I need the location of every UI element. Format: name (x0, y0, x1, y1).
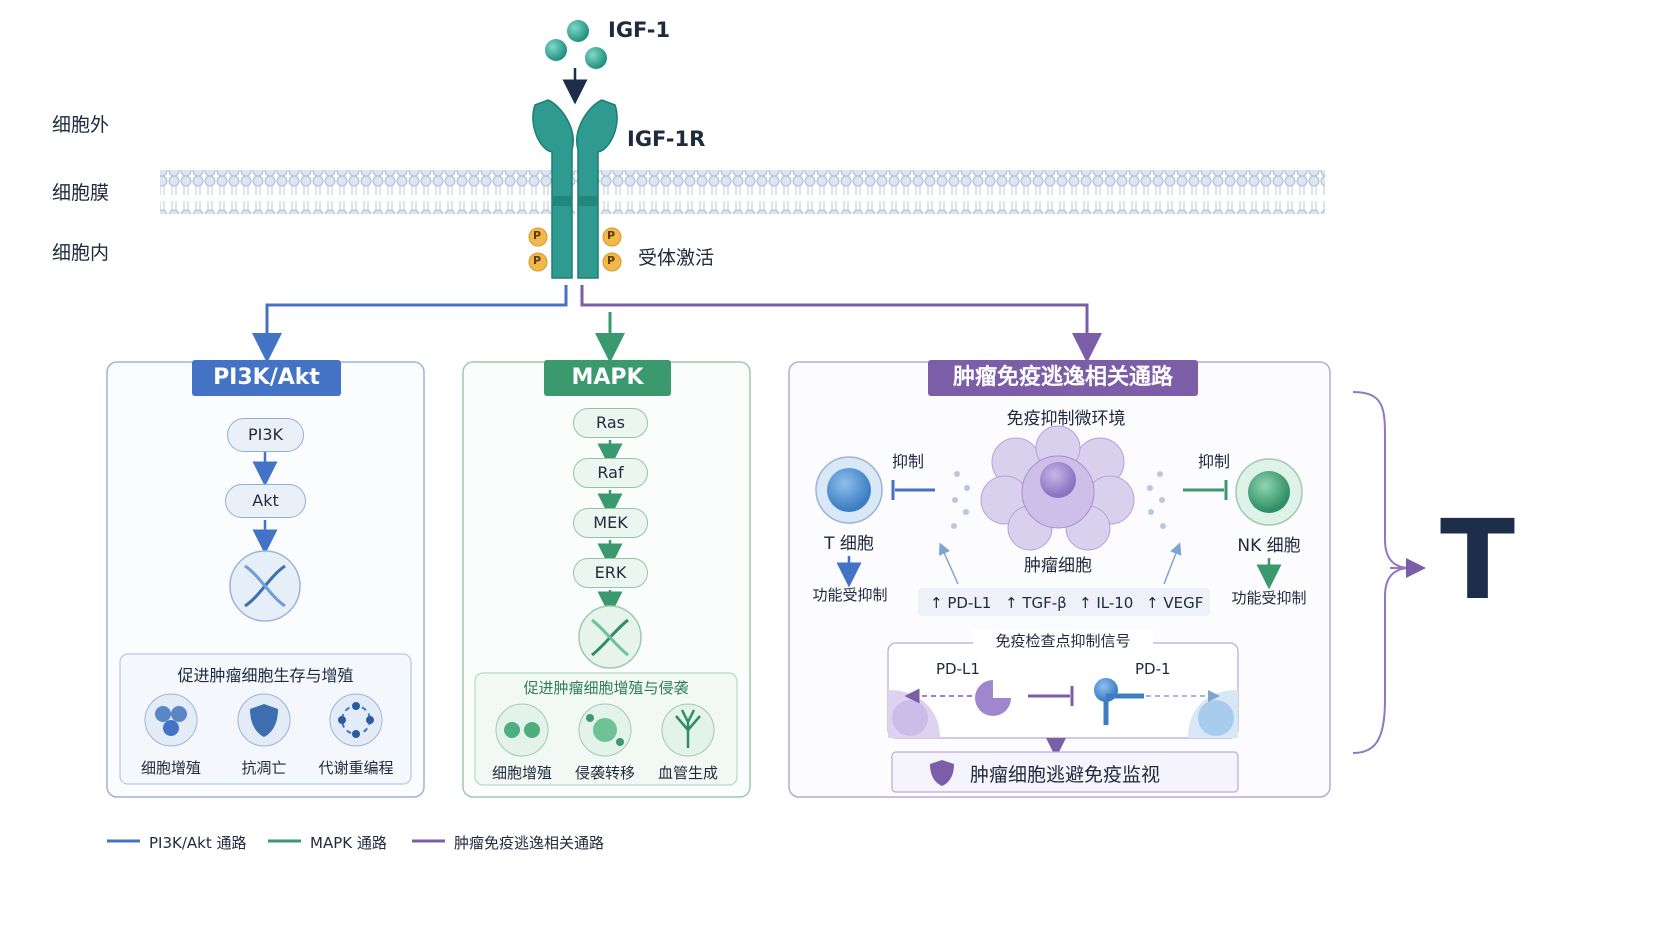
phospho-label: P (533, 229, 542, 242)
erk-node: ERK (573, 558, 648, 588)
akt-node: Akt (225, 484, 306, 518)
cell-membrane (160, 170, 1325, 214)
outcome-anti-apoptosis: 抗凋亡 (241, 759, 287, 777)
t-cell-effect: 功能受抑制 (812, 586, 888, 604)
legend-pi3k: PI3K/Akt 通路 (149, 834, 247, 852)
pdl1-molecule (975, 680, 1011, 716)
membrane-label: 细胞膜 (52, 182, 110, 204)
extracellular-label: 细胞外 (52, 114, 110, 136)
phospho-label: P (607, 229, 616, 242)
factor-vegf: ↑ VEGF (1146, 594, 1204, 612)
mek-node: MEK (573, 508, 648, 538)
phospho-groups (528, 227, 622, 272)
pi3k-outcome-title: 促进肿瘤细胞生存与增殖 (177, 666, 354, 685)
phospho-label: P (533, 254, 542, 267)
outcome-angiogenesis: 血管生成 (657, 764, 718, 782)
outcome-proliferation: 细胞增殖 (140, 759, 201, 777)
inhibit-left-label: 抑制 (892, 452, 925, 471)
pdl1-label: PD-L1 (936, 660, 980, 678)
receptor-label: IGF-1R (627, 127, 706, 151)
checkpoint-title: 免疫检查点抑制信号 (973, 630, 1153, 651)
ligand-sphere (567, 20, 589, 42)
tumor-cell-cluster (980, 425, 1135, 551)
outcome-invasion: 侵袭转移 (574, 764, 635, 782)
legend-mapk: MAPK 通路 (310, 834, 387, 852)
outcome-proliferation: 细胞增殖 (491, 764, 552, 782)
pd1-label: PD-1 (1135, 660, 1171, 678)
inhibit-right-label: 抑制 (1198, 452, 1231, 471)
raf-node: Raf (573, 458, 648, 488)
ras-node: Ras (573, 408, 648, 438)
igf1r-receptor (532, 99, 618, 279)
factor-il10: ↑ IL-10 (1079, 594, 1134, 612)
nk-cell-label: NK 细胞 (1237, 536, 1301, 556)
immune-panel-title: 肿瘤免疫逃逸相关通路 (928, 360, 1198, 396)
result-letter: T (1440, 496, 1516, 624)
phospho-label: P (607, 254, 616, 267)
tumor-cell-label: 肿瘤细胞 (1024, 556, 1092, 576)
ligand-label: IGF-1 (608, 18, 671, 42)
metabolism-cycle-icon (329, 693, 383, 747)
nk-cell-effect: 功能受抑制 (1231, 589, 1307, 607)
activation-label: 受体激活 (638, 247, 715, 269)
factor-pdl1: ↑ PD-L1 (930, 594, 992, 612)
escape-label: 肿瘤细胞逃避免疫监视 (970, 764, 1161, 786)
ligand-sphere (545, 39, 567, 61)
legend-immune: 肿瘤免疫逃逸相关通路 (454, 834, 605, 852)
microenv-title: 免疫抑制微环境 (1006, 409, 1126, 429)
outcome-metabolic: 代谢重编程 (318, 759, 394, 777)
pi3k-node: PI3K (227, 418, 304, 452)
pi3k-panel-title: PI3K/Akt (192, 360, 341, 396)
mapk-panel-title: MAPK (544, 360, 671, 396)
shield-icon (930, 760, 954, 786)
factor-tgfb: ↑ TGF-β (1005, 594, 1067, 612)
t-cell-label: T 细胞 (824, 534, 874, 554)
mapk-outcome-title: 促进肿瘤细胞增殖与侵袭 (523, 679, 689, 697)
ligand-sphere (585, 47, 607, 69)
cell-division-icon (495, 703, 549, 757)
intracellular-label: 细胞内 (52, 242, 110, 264)
